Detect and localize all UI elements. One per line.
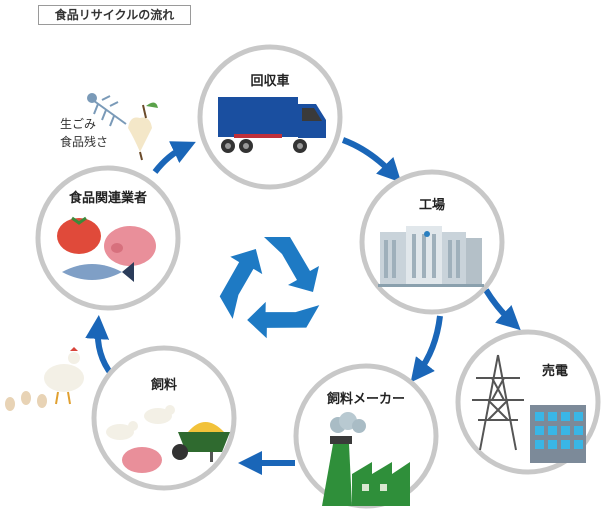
recycle-icon bbox=[219, 237, 320, 339]
egg-icons bbox=[5, 391, 47, 411]
diagram-title: 食品リサイクルの流れ bbox=[38, 5, 191, 25]
waste-note-line1: 生ごみ bbox=[60, 116, 96, 131]
truck-icon bbox=[218, 97, 326, 153]
chicken-icon bbox=[106, 405, 175, 440]
node-feed-label: 飼料 bbox=[150, 377, 177, 393]
factory-building-icon bbox=[378, 226, 484, 287]
fish-bone-icon bbox=[87, 93, 127, 127]
node-collection-truck: 回収車 bbox=[197, 44, 343, 190]
node-food-business: 食品関連業者 bbox=[35, 165, 181, 311]
arrow-truck-to-factory bbox=[341, 137, 402, 183]
arrow-factory-to-power bbox=[483, 288, 521, 331]
pig-icon bbox=[122, 447, 162, 473]
node-collection-truck-label: 回収車 bbox=[250, 73, 289, 89]
arrow-feed-to-food bbox=[85, 315, 115, 377]
office-building-icon bbox=[530, 405, 586, 463]
node-factory-label: 工場 bbox=[419, 197, 445, 213]
arrow-food-to-truck bbox=[152, 141, 196, 174]
pig-head-icon bbox=[104, 226, 156, 266]
node-factory: 工場 bbox=[359, 169, 505, 315]
node-power-sale: 売電 bbox=[455, 329, 601, 475]
arrow-factory-to-feedmaker bbox=[410, 315, 443, 383]
tomato-icon bbox=[57, 216, 101, 254]
feed-factory-icon bbox=[322, 412, 410, 506]
node-feed-maker: 飼料メーカー bbox=[293, 363, 439, 509]
node-feed: 飼料 bbox=[91, 345, 237, 491]
fish-icon bbox=[62, 262, 134, 282]
free-chicken-icon bbox=[44, 347, 84, 405]
power-tower-icon bbox=[472, 354, 524, 451]
wheelbarrow-icon bbox=[172, 422, 230, 462]
node-feed-maker-label: 飼料メーカー bbox=[326, 391, 405, 407]
waste-note-line2: 食品残さ bbox=[60, 134, 108, 149]
apple-core-icon bbox=[128, 102, 158, 161]
node-power-sale-label: 売電 bbox=[542, 363, 568, 379]
node-food-business-label: 食品関連業者 bbox=[69, 190, 147, 206]
